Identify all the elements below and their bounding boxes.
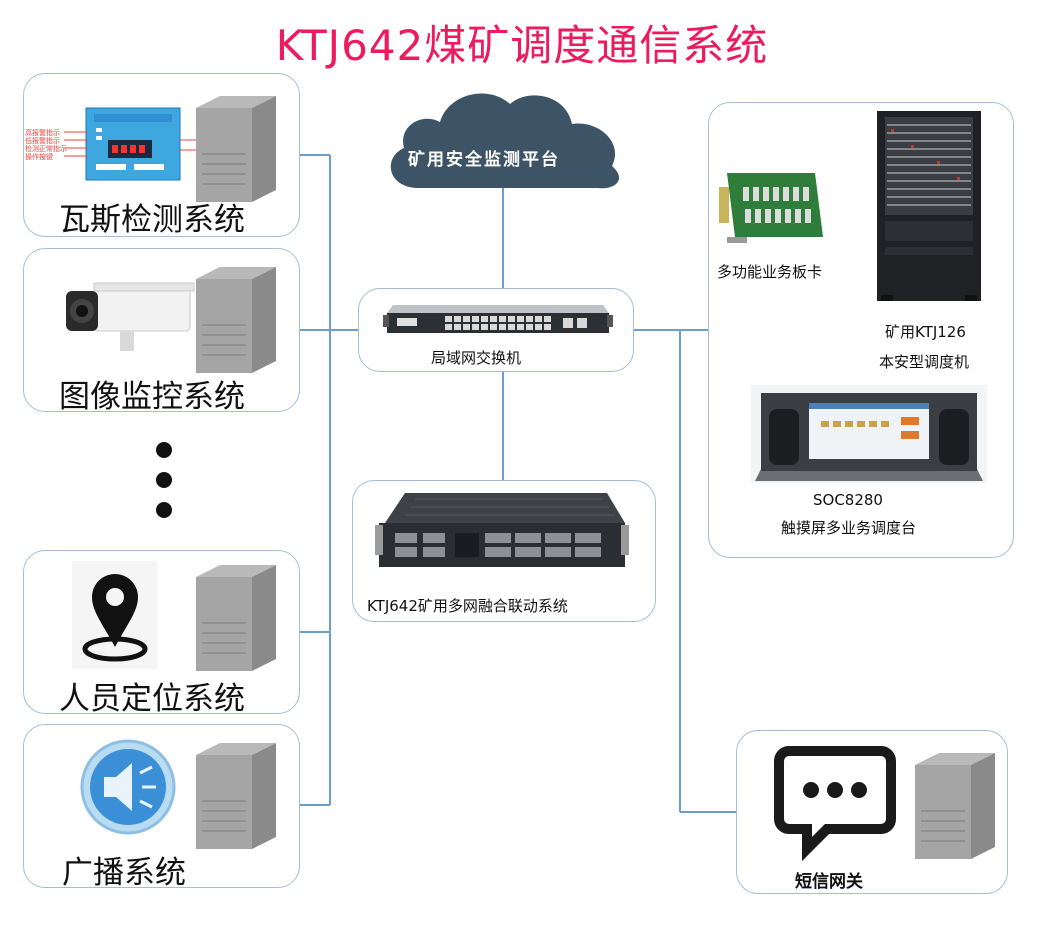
console-label-line2: 触摸屏多业务调度台: [781, 519, 917, 537]
broadcast-label: 广播系统: [62, 855, 186, 891]
dispatcher-cabinet-icon: [877, 111, 981, 301]
dispatcher-label-line2: 本安型调度机: [879, 353, 970, 371]
message-bubble-icon: [774, 746, 896, 862]
video-monitoring-label: 图像监控系统: [59, 379, 245, 415]
gas-detector-icon: [64, 107, 200, 181]
ellipsis-dot: [156, 502, 172, 518]
location-pin-icon: [72, 561, 158, 669]
dispatch-console-icon: [751, 385, 987, 483]
gas-label-3: 检测正常指示: [25, 145, 67, 153]
gas-label-2: 低报警指示: [25, 137, 60, 145]
server-tower-icon: [915, 753, 995, 859]
switch-icon: [383, 305, 613, 333]
ellipsis-dot: [156, 442, 172, 458]
sms-gateway-box[interactable]: 短信网关: [736, 730, 1008, 894]
dispatch-devices-box[interactable]: 多功能业务板卡 矿用KTJ126 本安型调度机 SOC8280 触摸屏多业务调度…: [708, 102, 1014, 558]
board-card-label: 多功能业务板卡: [717, 263, 823, 281]
speaker-icon: [80, 739, 176, 835]
cloud-label: 矿用安全监测平台: [408, 150, 560, 170]
rack-server-icon: [375, 493, 629, 567]
core-server-label: KTJ642矿用多网融合联动系统: [367, 597, 568, 615]
circuit-board-icon: [719, 173, 823, 243]
server-tower-icon: [196, 743, 276, 849]
sms-gateway-label: 短信网关: [795, 872, 863, 892]
switch-label: 局域网交换机: [431, 349, 522, 367]
camera-icon: [66, 282, 195, 351]
server-tower-icon: [196, 267, 276, 373]
gas-detection-label: 瓦斯检测系统: [59, 202, 245, 238]
gas-detection-box[interactable]: 高报警指示 低报警指示 检测正常指示 操作按键 瓦斯检测系统: [23, 73, 300, 238]
page-title: KTJ642煤矿调度通信系统: [275, 21, 769, 70]
personnel-positioning-label: 人员定位系统: [59, 681, 245, 717]
personnel-positioning-box[interactable]: 人员定位系统: [23, 550, 300, 717]
console-label-line1: SOC8280: [813, 491, 883, 509]
video-monitoring-box[interactable]: 图像监控系统: [23, 248, 300, 415]
core-server-box[interactable]: KTJ642矿用多网融合联动系统: [352, 480, 656, 622]
cloud-icon: [390, 93, 620, 189]
dispatcher-label-line1: 矿用KTJ126: [885, 323, 966, 341]
server-tower-icon: [196, 96, 276, 202]
gas-label-1: 高报警指示: [25, 129, 60, 137]
gas-label-4: 操作按键: [25, 153, 53, 161]
broadcast-box[interactable]: 广播系统: [23, 724, 300, 891]
ellipsis-dot: [156, 472, 172, 488]
switch-box[interactable]: 局域网交换机: [358, 288, 634, 372]
server-tower-icon: [196, 565, 276, 671]
